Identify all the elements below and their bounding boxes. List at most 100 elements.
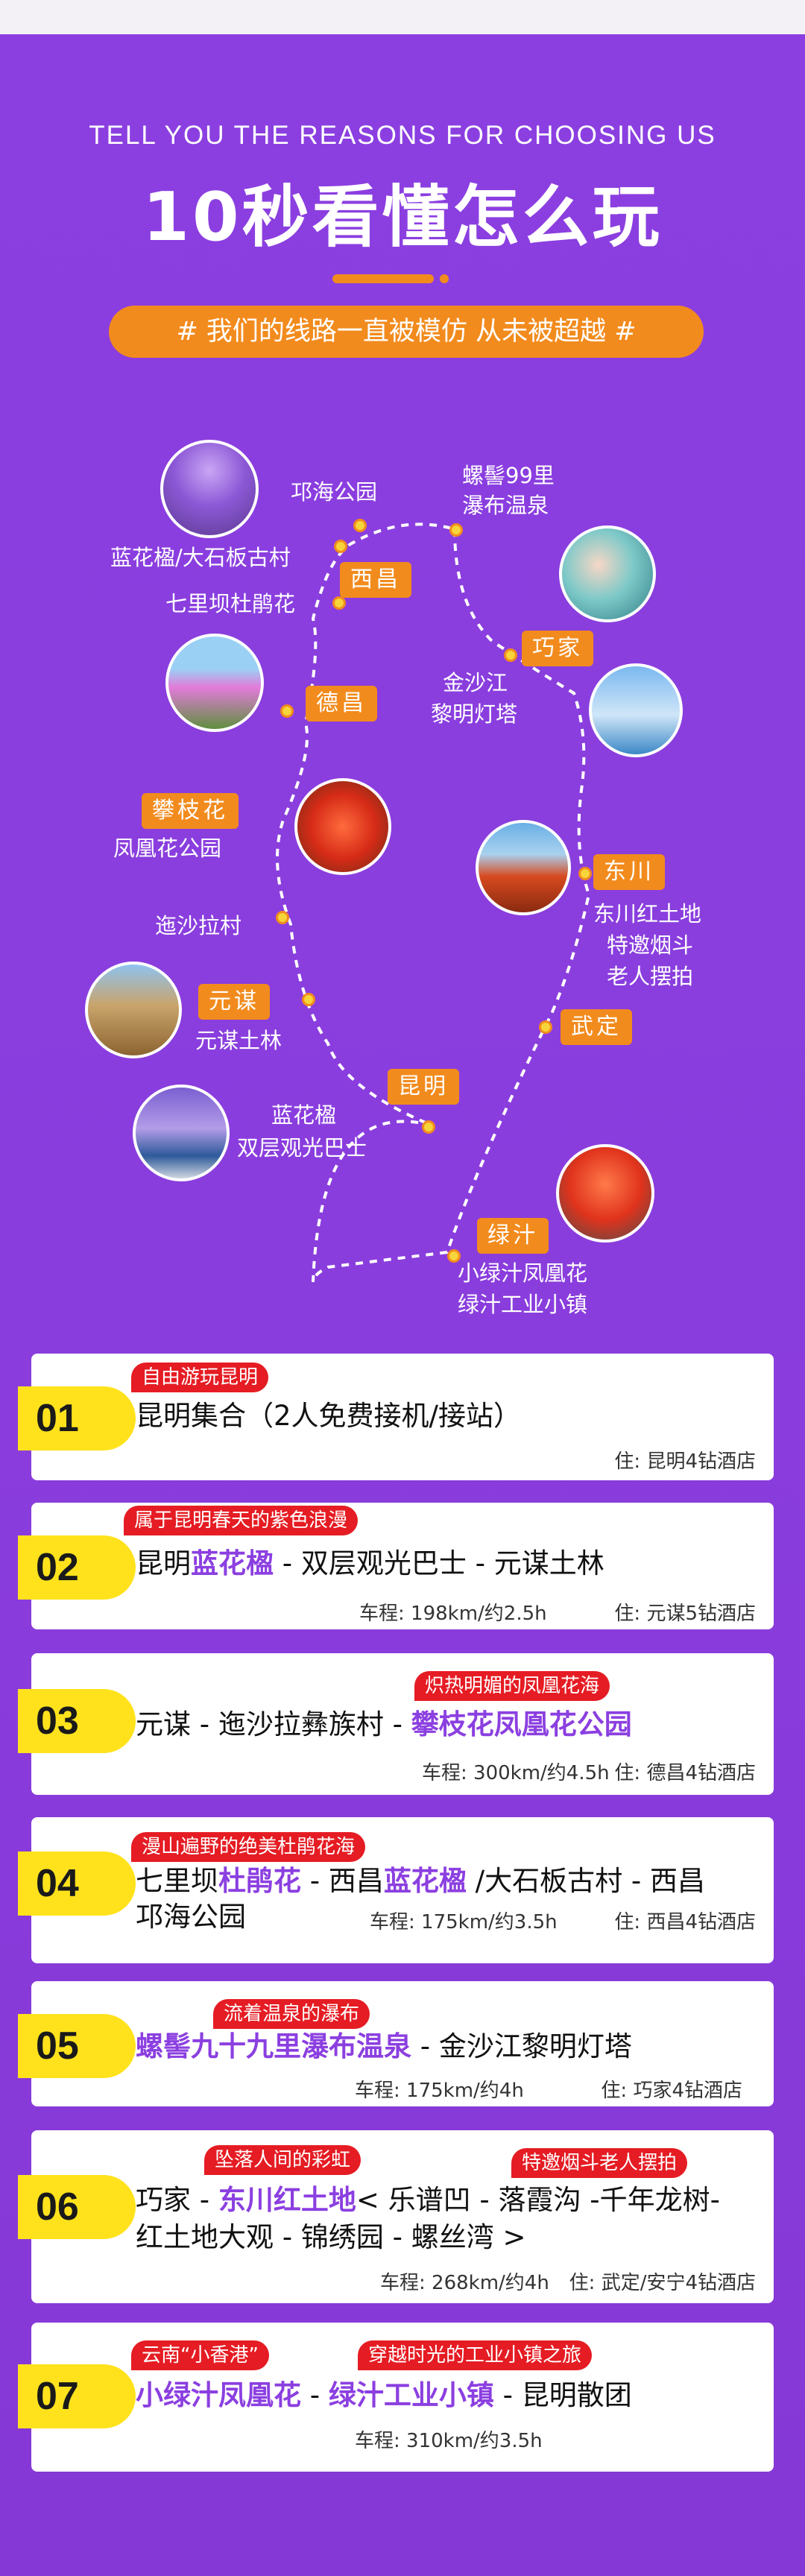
label-lanhuaying: 蓝花楹/大石板古村 xyxy=(110,545,291,570)
day-route: 七里坝杜鹃花 - 西昌蓝花楹 /大石板古村 - 西昌 xyxy=(136,1862,705,1901)
photo-red-land xyxy=(476,820,571,915)
label-yishala: 迤沙拉村 xyxy=(155,913,242,938)
label-luoji-2: 瀑布温泉 xyxy=(462,493,549,518)
day-hotel: 住: 西昌4钻酒店 xyxy=(614,1911,756,1933)
day-route: 昆明蓝花楹 - 双层观光巴士 - 元谋土林 xyxy=(136,1544,604,1583)
route-text: 昆明 xyxy=(136,1547,191,1579)
day-hotel: 住: 巧家4钻酒店 xyxy=(601,2080,742,2102)
label-yuanmou: 元谋土林 xyxy=(195,1028,282,1053)
label-bus-2: 双层观光巴士 xyxy=(237,1135,367,1161)
route-text: - 双层观光巴士 - 元谋土林 xyxy=(274,1547,604,1579)
day-route: 元谋 - 迤沙拉彝族村 - 攀枝花凤凰花公园 xyxy=(136,1705,632,1744)
label-luzhi-2: 绿汁工业小镇 xyxy=(458,1292,588,1317)
top-strip xyxy=(0,0,805,34)
label-dongchuan-1: 东川红土地 xyxy=(593,901,702,926)
route-stop-dot xyxy=(422,1120,435,1134)
day-number: 03 xyxy=(18,1689,136,1753)
route-highlight: 东川红土地 xyxy=(218,2184,356,2216)
label-dongchuan-3: 老人摆拍 xyxy=(607,964,694,989)
label-qionghai: 邛海公园 xyxy=(291,479,378,505)
tag-dechang: 德昌 xyxy=(306,686,377,722)
label-jinsha-1: 金沙江 xyxy=(443,670,508,695)
day-distance: 车程: 268km/约4h xyxy=(380,2272,549,2294)
day-badge: 漫山遍野的绝美杜鹃花海 xyxy=(131,1832,366,1862)
day-route: 螺髻九十九里瀑布温泉 - 金沙江黎明灯塔 xyxy=(136,2027,632,2066)
day-distance: 车程: 175km/约3.5h xyxy=(370,1911,558,1933)
day-hotel: 住: 德昌4钻酒店 xyxy=(614,1762,756,1784)
photo-earth-forest xyxy=(85,962,182,1058)
day-badge: 特邀烟斗老人摆拍 xyxy=(511,2148,688,2178)
day-number: 02 xyxy=(18,1535,136,1600)
day-badge: 坠落人间的彩虹 xyxy=(204,2145,362,2175)
day-card-07: 07 云南“小香港” 穿越时光的工业小镇之旅 小绿汁凤凰花 - 绿汁工业小镇 -… xyxy=(18,2323,774,2472)
label-bus-1: 蓝花楹 xyxy=(271,1102,337,1128)
route-stop-dot xyxy=(353,519,367,532)
day-route: 昆明集合（2人免费接机/接站） xyxy=(136,1400,522,1432)
photo-rhododendron xyxy=(165,634,264,732)
route-stop-dot xyxy=(332,596,346,610)
route-text: 元谋 - 迤沙拉彝族村 - xyxy=(136,1708,411,1740)
route-text: - 金沙江黎明灯塔 xyxy=(411,2030,632,2062)
route-stop-dot xyxy=(276,911,289,924)
route-text: < 乐谱凹 - 落霞沟 -千年龙树- xyxy=(356,2184,720,2216)
day-card-02: 02 属于昆明春天的紫色浪漫 昆明蓝花楹 - 双层观光巴士 - 元谋土林 车程:… xyxy=(18,1503,774,1629)
day-number: 04 xyxy=(18,1852,136,1916)
tag-wuding: 武定 xyxy=(561,1009,632,1045)
route-stop-dot xyxy=(504,648,517,662)
label-jinsha-2: 黎明灯塔 xyxy=(431,701,518,727)
route-highlight: 螺髻九十九里瀑布温泉 xyxy=(136,2030,411,2062)
day-number: 06 xyxy=(18,2175,136,2239)
day-badge: 自由游玩昆明 xyxy=(131,1363,269,1392)
day-number: 05 xyxy=(18,2014,136,2078)
route-text: - 西昌 xyxy=(301,1865,384,1897)
route-stop-dot xyxy=(334,540,347,553)
day-distance: 车程: 310km/约3.5h xyxy=(355,2430,543,2452)
route-stop-dot xyxy=(449,523,463,537)
photo-lighthouse xyxy=(589,663,683,757)
day-badge: 流着温泉的瀑布 xyxy=(213,1999,370,2029)
route-text: 七里坝 xyxy=(136,1865,218,1897)
route-highlight: 杜鹃花 xyxy=(218,1865,301,1897)
tag-dongchuan: 东川 xyxy=(593,854,665,890)
day-card-01: 01 自由游玩昆明 昆明集合（2人免费接机/接站） 住: 昆明4钻酒店 xyxy=(18,1354,774,1480)
photo-phoenix-flower xyxy=(294,778,391,875)
day-route: 巧家 - 东川红土地< 乐谱凹 - 落霞沟 -千年龙树- xyxy=(136,2181,720,2220)
tag-yuanmou: 元谋 xyxy=(198,984,270,1020)
tag-luzhi: 绿汁 xyxy=(477,1218,549,1254)
photo-phoenix-street xyxy=(556,1144,654,1243)
day-distance: 车程: 198km/约2.5h xyxy=(359,1603,547,1625)
label-luzhi-1: 小绿汁凤凰花 xyxy=(458,1260,588,1286)
page-title: 10秒看懂怎么玩 xyxy=(142,178,663,256)
day-hotel: 住: 昆明4钻酒店 xyxy=(614,1450,756,1473)
tag-kunming: 昆明 xyxy=(388,1069,459,1105)
title-underline xyxy=(332,274,434,283)
tag-panzhihua: 攀枝花 xyxy=(142,793,239,829)
day-distance: 车程: 300km/约4.5h xyxy=(422,1762,610,1784)
route-text: /大石板古村 - 西昌 xyxy=(466,1865,705,1897)
day-number: 07 xyxy=(18,2364,136,2428)
label-qilibai: 七里坝杜鹃花 xyxy=(165,591,296,616)
route-highlight: 小绿汁凤凰花 xyxy=(136,2379,301,2411)
route-map xyxy=(276,523,591,1283)
route-highlight: 蓝花楹 xyxy=(191,1547,274,1579)
route-highlight: 攀枝花凤凰花公园 xyxy=(411,1708,632,1740)
route-text: - xyxy=(301,2379,329,2411)
route-stop-dot xyxy=(539,1020,552,1034)
route-highlight: 蓝花楹 xyxy=(383,1865,467,1897)
route-highlight: 绿汁工业小镇 xyxy=(328,2379,494,2411)
label-dongchuan-2: 特邀烟斗 xyxy=(607,932,694,958)
slogan-banner: # 我们的线路一直被模仿 从未被超越 # xyxy=(109,306,704,358)
day-hotel: 住: 武定/安宁4钻酒店 xyxy=(569,2272,756,2294)
tag-xichang: 西昌 xyxy=(340,562,411,598)
label-fenghuang: 凤凰花公园 xyxy=(113,836,222,861)
day-card-04: 04 漫山遍野的绝美杜鹃花海 七里坝杜鹃花 - 西昌蓝花楹 /大石板古村 - 西… xyxy=(18,1817,774,1963)
english-subtitle: TELL YOU THE REASONS FOR CHOOSING US xyxy=(89,121,716,150)
route-stop-dot xyxy=(280,704,294,718)
day-card-05: 05 流着温泉的瀑布 螺髻九十九里瀑布温泉 - 金沙江黎明灯塔 车程: 175k… xyxy=(18,1981,774,2106)
day-badge: 炽热明媚的凤凰花海 xyxy=(414,1671,610,1701)
tag-qiaojia: 巧家 xyxy=(522,631,593,666)
day-card-03: 03 炽热明媚的凤凰花海 元谋 - 迤沙拉彝族村 - 攀枝花凤凰花公园 车程: … xyxy=(18,1653,774,1795)
day-hotel: 住: 元谋5钻酒店 xyxy=(614,1603,756,1625)
day-route: 小绿汁凤凰花 - 绿汁工业小镇 - 昆明散团 xyxy=(136,2376,632,2415)
photo-hot-spring xyxy=(559,525,656,622)
